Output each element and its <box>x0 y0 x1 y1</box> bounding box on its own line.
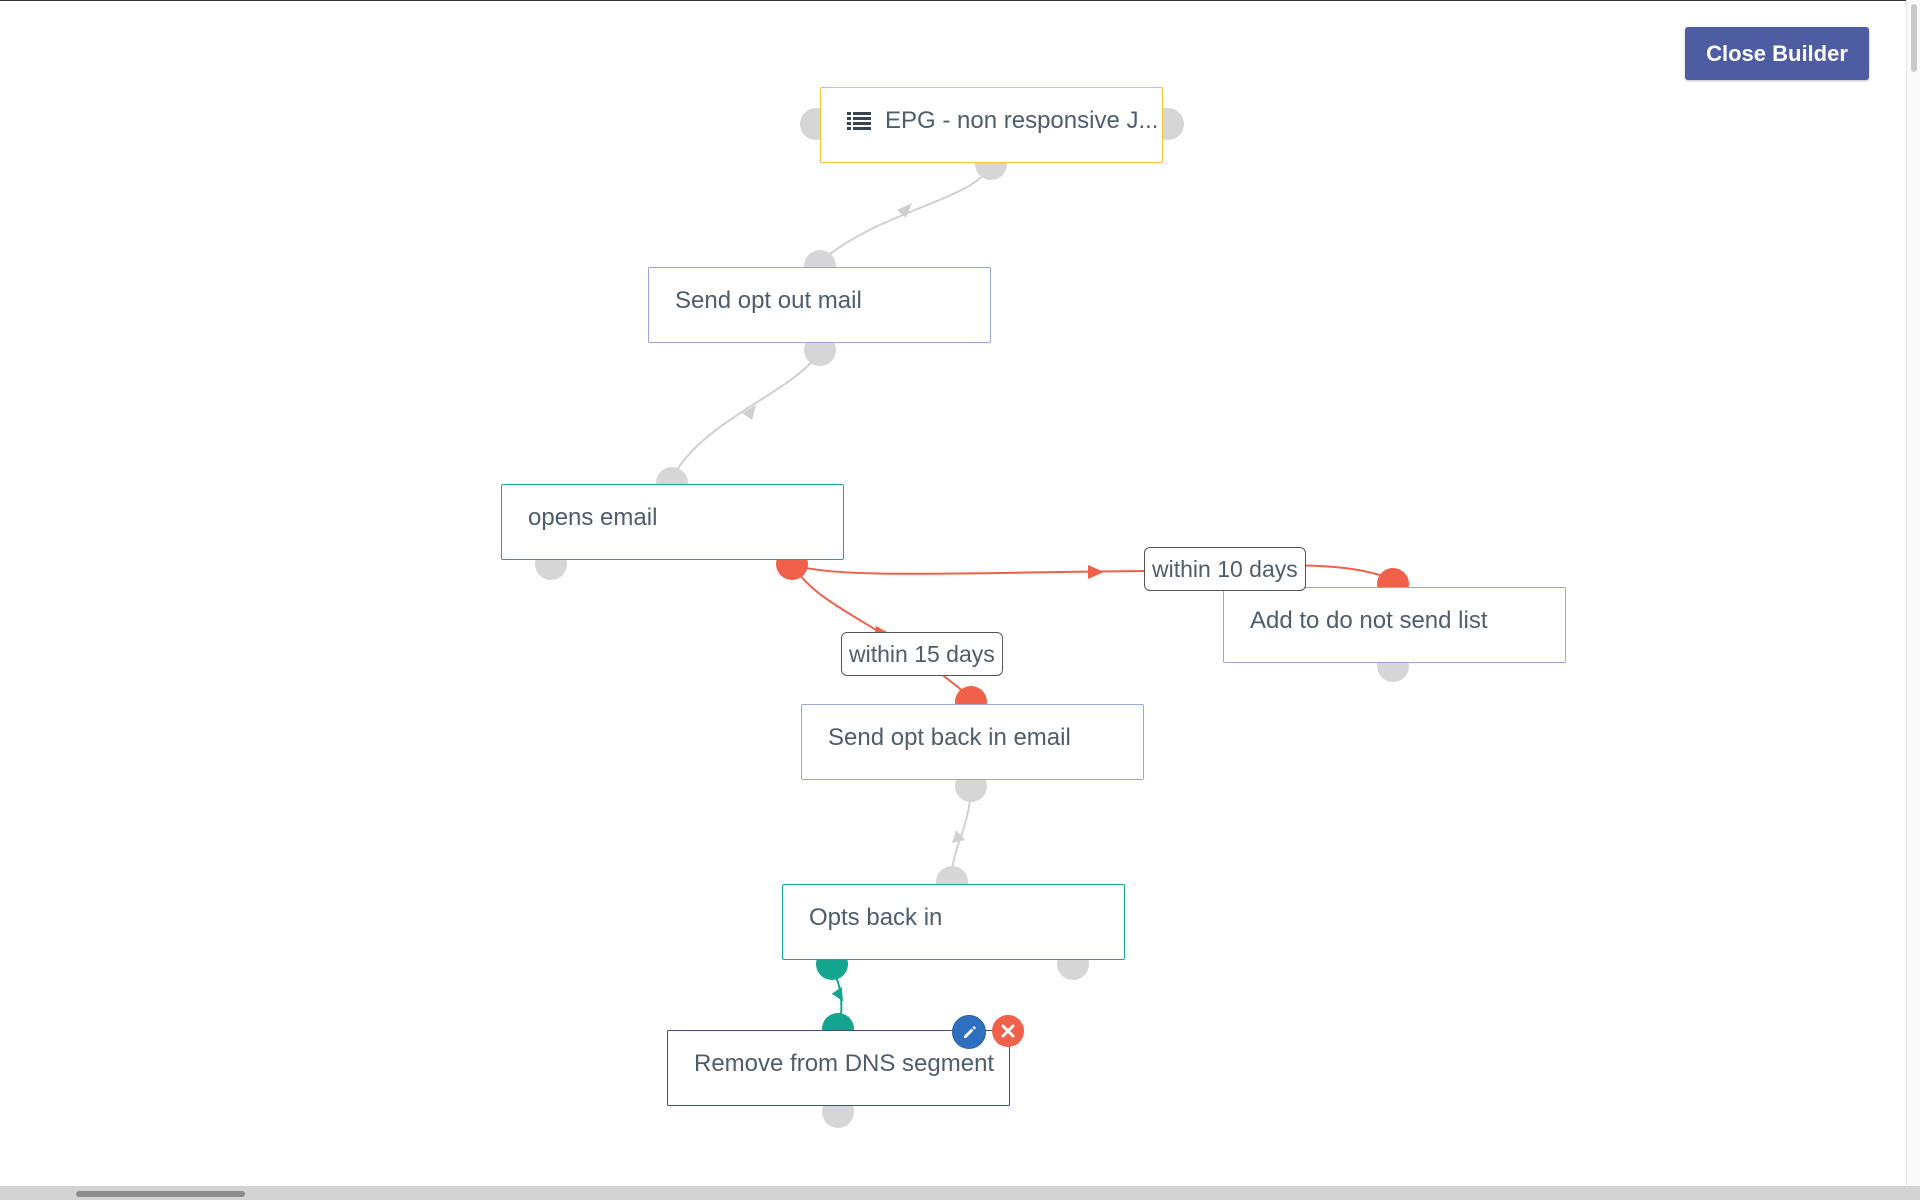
arrowhead <box>742 405 756 420</box>
send-opt-back-node[interactable]: Send opt back in email <box>801 704 1144 780</box>
arrowhead <box>831 986 843 1002</box>
opts-back-node[interactable]: Opts back in <box>782 884 1125 960</box>
arrowhead <box>897 203 912 218</box>
arrowhead <box>952 830 965 843</box>
source-node[interactable]: EPG - non responsive J... <box>820 87 1163 163</box>
remove-dns-node[interactable]: Remove from DNS segment <box>667 1030 1010 1106</box>
source-node-label: EPG - non responsive J... <box>885 107 1159 134</box>
horizontal-scrollbar[interactable] <box>0 1186 1920 1200</box>
arrowhead <box>1088 565 1104 579</box>
remove-dns-label: Remove from DNS segment <box>694 1050 995 1077</box>
connection-label-within-10[interactable]: within 10 days <box>1144 547 1306 591</box>
opts-back-label: Opts back in <box>809 904 943 931</box>
opens-email-label: opens email <box>528 504 658 531</box>
vertical-scrollbar-thumb[interactable] <box>1911 4 1917 72</box>
horizontal-scrollbar-thumb[interactable] <box>76 1191 245 1197</box>
connector-send-opt-out-to-opens-email <box>671 349 821 480</box>
send-opt-out-node[interactable]: Send opt out mail <box>648 267 991 343</box>
close-icon <box>1001 1024 1015 1038</box>
window-top-border <box>0 0 1920 1</box>
send-opt-back-label: Send opt back in email <box>828 724 1071 751</box>
pencil-icon <box>964 1026 976 1038</box>
add-dns-node[interactable]: Add to do not send list <box>1223 587 1566 663</box>
close-builder-button[interactable]: Close Builder <box>1685 27 1869 80</box>
edit-node-button[interactable] <box>952 1015 986 1049</box>
send-opt-out-label: Send opt out mail <box>675 287 862 314</box>
add-dns-label: Add to do not send list <box>1250 607 1488 634</box>
connector-opens-email-to-add-dns <box>791 563 1394 581</box>
delete-node-button[interactable] <box>992 1015 1024 1047</box>
opens-email-node[interactable]: opens email <box>501 484 844 560</box>
vertical-scrollbar[interactable] <box>1906 0 1920 1186</box>
list-icon <box>847 112 871 130</box>
connection-label-within-15[interactable]: within 15 days <box>841 632 1003 676</box>
